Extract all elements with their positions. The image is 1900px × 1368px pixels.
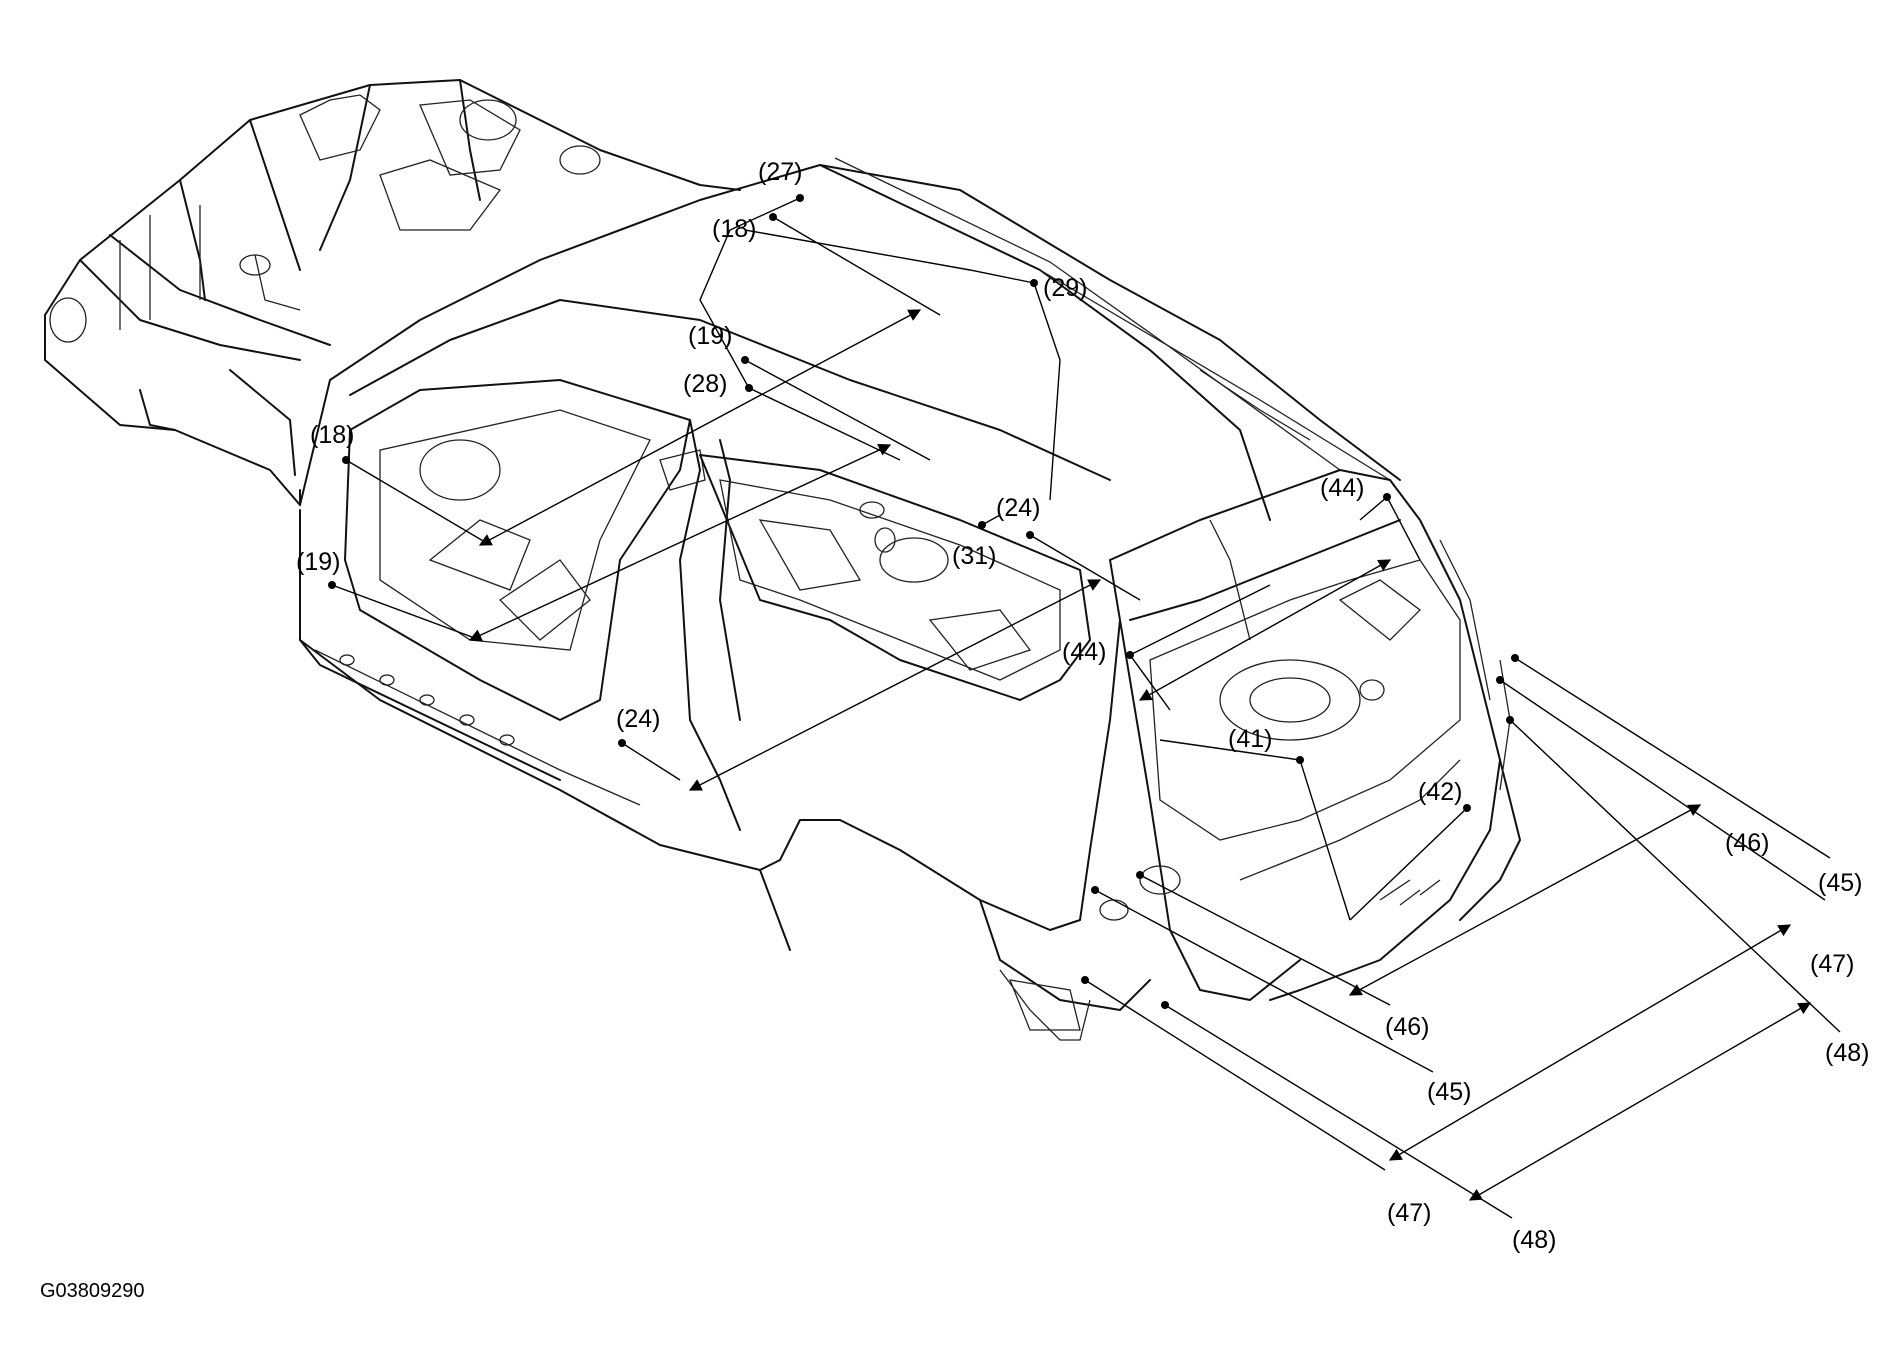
callout-44-top: (44)	[1320, 474, 1364, 502]
pointer-dots	[328, 194, 1519, 1009]
leader-42-dot	[1463, 804, 1471, 812]
leader-29-b	[1033, 282, 1061, 501]
callout-46-bottom: (46)	[1385, 1013, 1429, 1041]
callout-29: (29)	[1043, 274, 1087, 302]
callout-42: (42)	[1418, 778, 1462, 806]
leader-41-b	[1159, 739, 1301, 761]
leader-27-dot	[796, 194, 804, 202]
leader-45-right-dot	[1511, 654, 1519, 662]
body-shell-artwork	[44, 79, 1521, 1041]
leader-47-bottom-dot	[1081, 976, 1089, 984]
leader-24-left	[621, 742, 681, 781]
leader-45-right	[1514, 657, 1831, 859]
callout-28: (28)	[683, 370, 727, 398]
leader-19-left	[331, 584, 481, 641]
callout-48-bottom: (48)	[1512, 1226, 1556, 1254]
leader-28-dot	[745, 384, 753, 392]
callout-labels: (27) (18) (29) (19) (28) (18) (24) (44) …	[296, 158, 1869, 1254]
callout-24-left: (24)	[616, 705, 660, 733]
leader-46-bottom-dot	[1136, 871, 1144, 879]
callout-45-bottom: (45)	[1427, 1078, 1471, 1106]
arrow-46	[1348, 804, 1702, 996]
leader-44-top	[1386, 496, 1421, 561]
leader-46-bottom	[1139, 874, 1391, 1006]
callout-44-mid: (44)	[1062, 638, 1106, 666]
leader-48-bottom-dot	[1161, 1001, 1169, 1009]
arrow-24-top	[688, 579, 1102, 791]
callout-48-right: (48)	[1825, 1039, 1869, 1067]
leader-24-top	[1029, 534, 1141, 601]
leader-41	[1299, 759, 1351, 921]
leader-42	[1349, 807, 1468, 921]
leader-48-bottom	[1164, 1004, 1513, 1219]
leader-48-right-dot	[1506, 716, 1514, 724]
callout-27: (27)	[758, 158, 802, 186]
leader-47-right-dot	[1496, 676, 1504, 684]
callout-41: (41)	[1228, 725, 1272, 753]
arrow-19	[468, 444, 892, 641]
callout-47-right: (47)	[1810, 950, 1854, 978]
callout-47-bottom: (47)	[1387, 1199, 1431, 1227]
leader-18-left	[345, 459, 491, 546]
arrow-47	[1388, 924, 1792, 1161]
leader-47-right	[1499, 679, 1826, 901]
callout-18-top: (18)	[712, 215, 756, 243]
leader-31-dot	[978, 521, 986, 529]
arrow-48	[1468, 1002, 1812, 1201]
leader-18-left-dot	[342, 456, 350, 464]
leader-19-left-dot	[328, 581, 336, 589]
leader-41-dot	[1296, 756, 1304, 764]
leader-44-top-b	[1359, 496, 1388, 521]
leader-45-bottom	[1094, 889, 1434, 1073]
leader-18-top-dot	[769, 213, 777, 221]
callout-24-top: (24)	[996, 494, 1040, 522]
callout-19-left: (19)	[296, 548, 340, 576]
leader-44-mid-dot	[1126, 651, 1134, 659]
leader-19-top-dot	[741, 356, 749, 364]
arrow-44	[1138, 559, 1392, 701]
callout-31: (31)	[952, 542, 996, 570]
leader-29	[744, 229, 1035, 284]
leader-29-dot	[1030, 279, 1038, 287]
leader-45-bottom-dot	[1091, 886, 1099, 894]
callout-18-left: (18)	[310, 421, 354, 449]
leader-lines	[331, 197, 1841, 1219]
leader-44-mid-b	[1129, 584, 1271, 656]
leader-24-top-dot	[1026, 531, 1034, 539]
leader-18-top	[772, 216, 941, 316]
callout-45-right: (45)	[1818, 869, 1862, 897]
leader-44-top-dot	[1383, 493, 1391, 501]
callout-46-right: (46)	[1725, 829, 1769, 857]
figure-id-code: G03809290	[40, 1280, 145, 1302]
leader-47-bottom	[1084, 979, 1386, 1171]
leader-28	[748, 387, 901, 461]
leader-24-left-dot	[618, 739, 626, 747]
callout-19-top: (19)	[688, 322, 732, 350]
